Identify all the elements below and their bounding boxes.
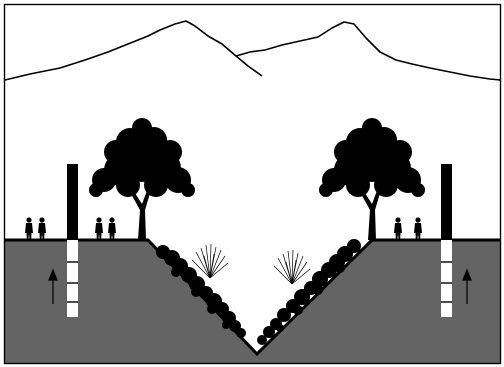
right-well-shaft [441,240,452,317]
left-wall [67,164,78,240]
right-wall [441,164,452,240]
left-well-shaft [67,240,78,317]
